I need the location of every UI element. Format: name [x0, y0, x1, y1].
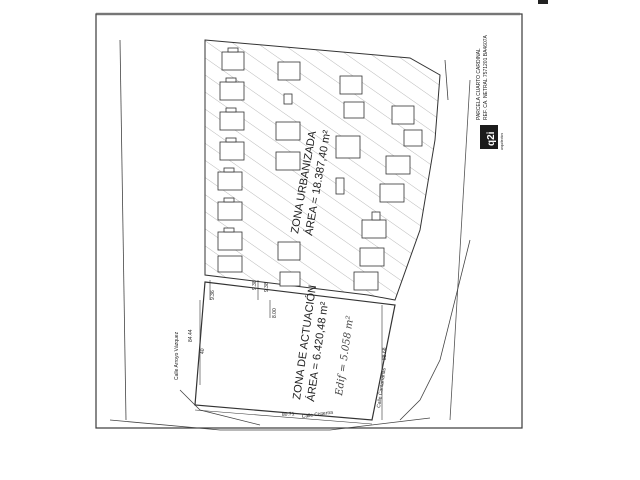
- dim-9-38-b: 9.38: [264, 282, 270, 292]
- dim-9-38-a: 9.38: [252, 280, 258, 290]
- sheet-frame: [95, 13, 523, 429]
- dim-9-36: 9.36: [210, 290, 216, 300]
- dim-8-00: 8.00: [272, 308, 278, 318]
- street-cisterna: Calle Cisterna: [301, 410, 333, 420]
- roads: [109, 39, 471, 431]
- street-arroyo: Calle Arroyo Vázquez: [174, 331, 180, 380]
- title-line-1: PARCELA CUARTO CARDINAL: [476, 48, 482, 120]
- street-cantarranas: Calle Cantarranas: [376, 367, 388, 408]
- dim-88-68: 88.68: [382, 347, 388, 360]
- dim-84-44: 84.44: [188, 329, 194, 342]
- logo-text: q2i: [486, 131, 497, 146]
- dimension-lines: [194, 280, 383, 425]
- logo-box: [480, 125, 498, 149]
- logo-subtext: arquitectos: [500, 133, 504, 150]
- zona-actuacion-area: [194, 281, 396, 421]
- house-footprints: [217, 47, 423, 291]
- title-block: PARCELA CUARTO CARDINAL REF. CA. NETRAL …: [449, 34, 504, 421]
- title-line-2: REF. CA. NETRAL 7571201 BA4607A: [483, 34, 489, 120]
- dim-80-71: 80.71: [282, 411, 295, 418]
- corner-mark: [538, 0, 548, 4]
- dim-40: 40: [200, 348, 206, 354]
